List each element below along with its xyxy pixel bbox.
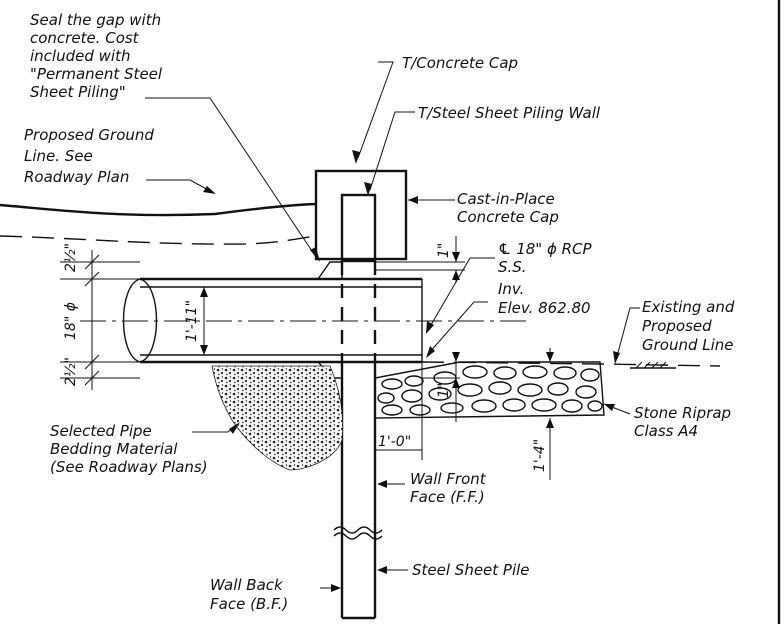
- dim-pipe-dia: 18" ϕ: [63, 302, 79, 340]
- stone-riprap: [374, 361, 605, 419]
- existing-ground-label: Existing and Proposed Ground Line: [642, 298, 739, 354]
- t-concrete-cap-label: T/Concrete Cap: [402, 54, 518, 72]
- dim-pipe-inside: 1'-11": [184, 300, 200, 342]
- rcp-centerline-label: ℄ 18" ϕ RCP: [498, 240, 593, 258]
- pile-break-symbol-2: [333, 532, 383, 540]
- seal-wedge-top: [316, 261, 343, 280]
- steel-sheet-pile-label: Steel Sheet Pile: [412, 561, 530, 579]
- wall-back-label: Wall Back Face (B.F.): [210, 576, 288, 613]
- leader-lines: [145, 61, 640, 592]
- wall-front-label: Wall Front Face (F.F.): [410, 470, 490, 506]
- proposed-ground-note: Proposed Ground Line. See Roadway Plan: [24, 126, 159, 186]
- invert-elev-label: Inv. Elev. 862.80: [498, 280, 591, 317]
- dimension-lines-left: [60, 250, 208, 390]
- dim-cap-gap: 1": [436, 243, 452, 258]
- concrete-cap: [314, 169, 408, 261]
- rcp-ss-label: S.S.: [498, 258, 527, 276]
- dim-bottom-clear: 2½": [63, 357, 79, 386]
- dim-riprap-gap: 1": [436, 383, 452, 398]
- pipe-bedding-gravel: [211, 365, 344, 471]
- pipe-bedding-label: Selected Pipe Bedding Material (See Road…: [50, 422, 208, 476]
- dim-riprap-depth: 1'-4": [532, 439, 548, 472]
- proposed-ground-line: [0, 202, 317, 217]
- existing-ground-line-left: [0, 235, 317, 245]
- t-steel-sheet-label: T/Steel Sheet Piling Wall: [418, 104, 601, 122]
- stone-riprap-label: Stone Riprap Class A4: [634, 404, 736, 440]
- ground-hatch-symbol: [630, 361, 676, 369]
- dim-top-clear: 2½": [63, 243, 79, 272]
- dimension-lines-right: [375, 236, 554, 480]
- sheet-pile-top: [340, 193, 377, 263]
- pile-break-symbol: [333, 526, 383, 534]
- dim-offset: 1'-0": [378, 434, 411, 450]
- seal-gap-note: Seal the gap with concrete. Cost include…: [30, 11, 167, 101]
- cip-cap-label: Cast-in-Place Concrete Cap: [457, 190, 560, 226]
